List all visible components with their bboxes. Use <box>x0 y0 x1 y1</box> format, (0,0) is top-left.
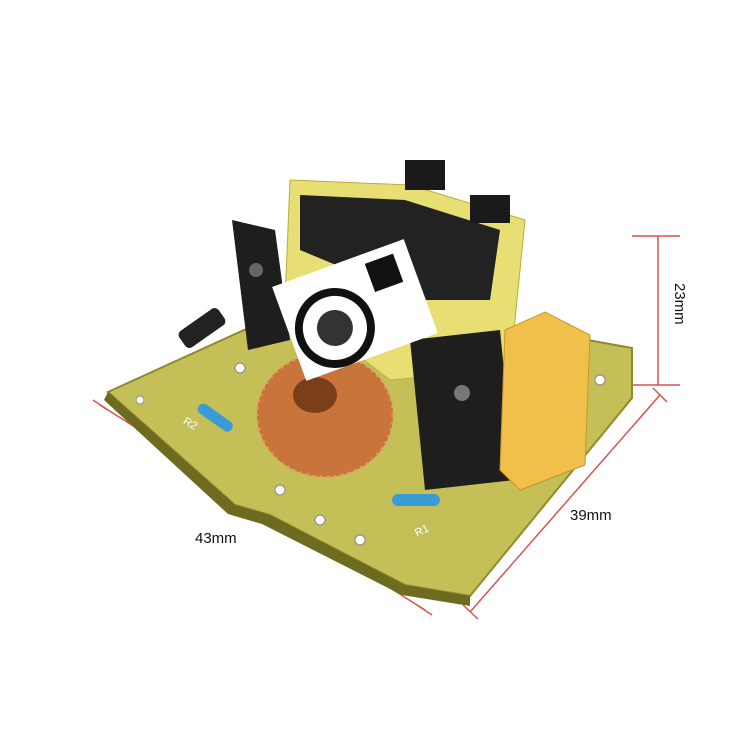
resistor-r2 <box>197 403 233 432</box>
transistor-left <box>232 220 290 350</box>
capacitor <box>499 311 591 491</box>
dimension-height: 23mm <box>671 283 688 325</box>
resistor-r1 <box>392 494 440 506</box>
dimension-length: 43mm <box>195 530 237 547</box>
dimension-width: 39mm <box>570 507 612 524</box>
watermark-logo <box>272 239 438 381</box>
toroid-inductor <box>255 351 395 479</box>
transistor-right <box>410 330 515 490</box>
diode <box>178 308 226 348</box>
